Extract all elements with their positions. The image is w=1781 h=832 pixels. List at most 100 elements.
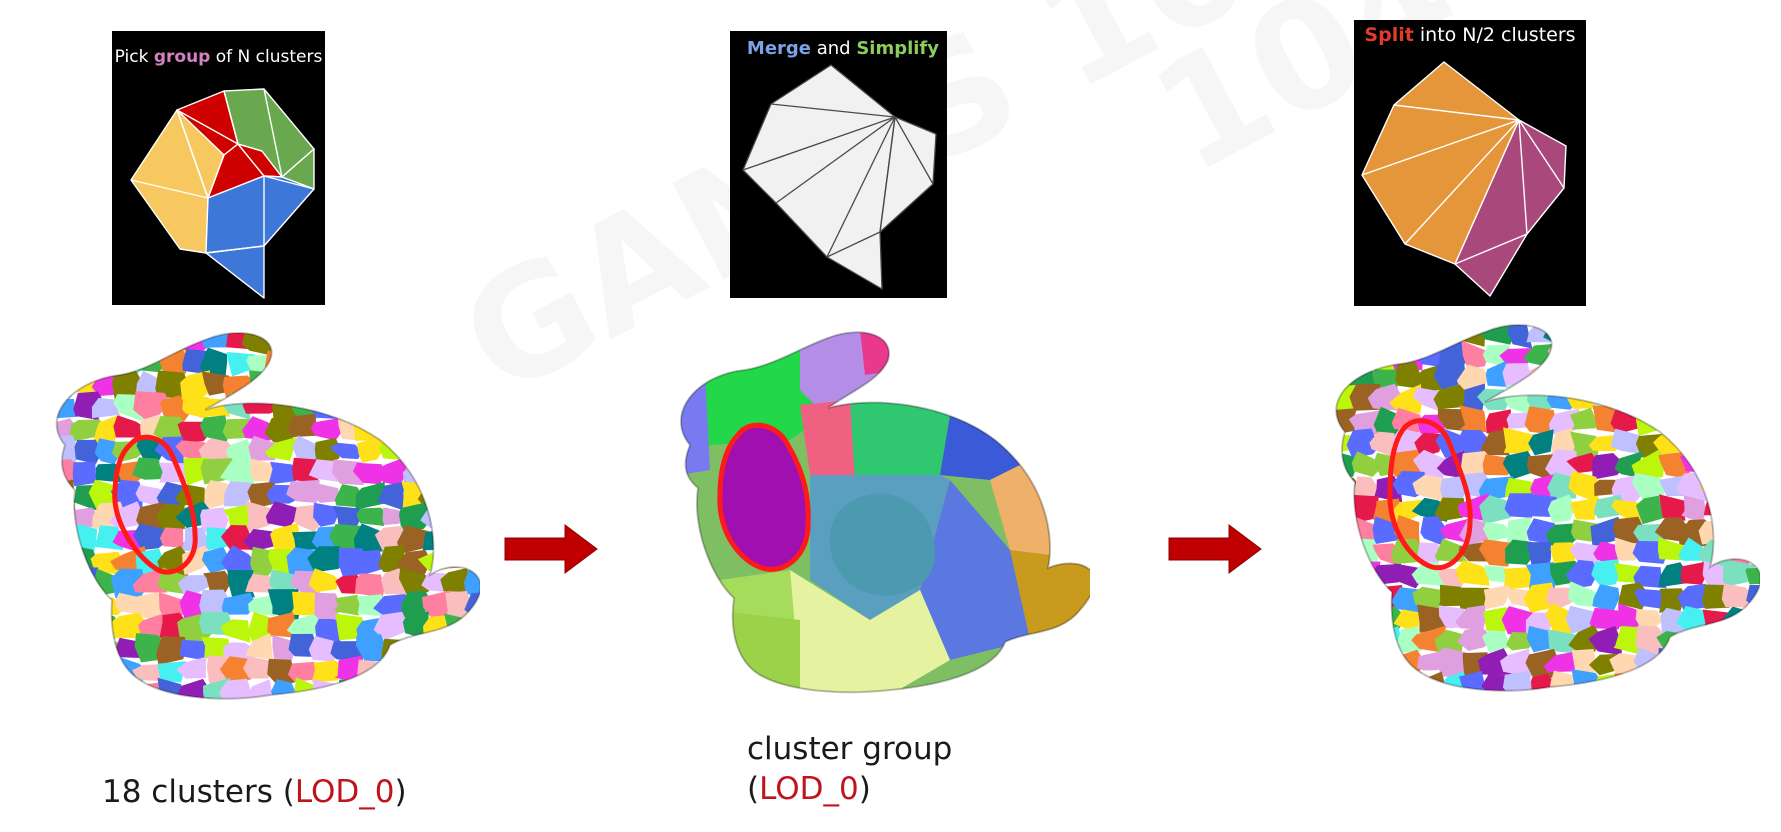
cluster-patch bbox=[399, 375, 430, 395]
cluster-patch bbox=[1411, 713, 1446, 732]
cluster-patch bbox=[286, 614, 322, 640]
cluster-patch bbox=[1723, 520, 1755, 546]
cluster-patch bbox=[373, 457, 407, 486]
cluster-patch bbox=[1658, 383, 1684, 414]
cluster-patch bbox=[199, 415, 230, 442]
cluster-patch bbox=[462, 369, 480, 401]
cluster-patch bbox=[56, 594, 60, 619]
arrow-right-icon bbox=[504, 524, 598, 574]
cluster-patch bbox=[1504, 493, 1533, 518]
cluster-patch bbox=[355, 370, 386, 401]
caption-group-word: group bbox=[153, 47, 211, 67]
cluster-patch bbox=[1747, 721, 1760, 732]
cluster-patch bbox=[92, 414, 121, 445]
simplified-patch bbox=[742, 64, 937, 290]
cluster-patch bbox=[246, 633, 274, 661]
cluster-patch bbox=[56, 479, 75, 511]
cluster-patch bbox=[1434, 629, 1464, 653]
cluster-patch bbox=[139, 332, 167, 352]
cluster-patch bbox=[264, 347, 299, 379]
cluster-patch bbox=[56, 591, 79, 621]
cluster-patch bbox=[404, 332, 427, 356]
cluster-patch bbox=[134, 591, 167, 620]
cluster-patch bbox=[398, 567, 435, 597]
cluster-patch bbox=[399, 502, 434, 533]
cluster-patch bbox=[1354, 718, 1381, 732]
cluster-patch bbox=[1637, 324, 1664, 345]
cluster-patch bbox=[465, 635, 480, 659]
cluster-patch bbox=[1418, 691, 1447, 720]
cluster-patch bbox=[397, 525, 431, 554]
cluster-patch bbox=[206, 527, 230, 551]
cluster-patch bbox=[1743, 603, 1760, 633]
cluster-patch bbox=[1336, 603, 1361, 635]
cluster-patch bbox=[376, 677, 409, 699]
cluster-patch bbox=[176, 656, 207, 679]
cluster-patch bbox=[1549, 693, 1578, 719]
cluster-patch bbox=[420, 679, 451, 699]
cluster-patch bbox=[444, 417, 472, 438]
cluster-patch bbox=[287, 413, 318, 438]
cluster-patch bbox=[307, 356, 343, 374]
cluster-patch bbox=[1435, 647, 1468, 677]
cluster-patch bbox=[1569, 715, 1602, 733]
cluster-patch bbox=[1635, 495, 1665, 525]
cluster-patch bbox=[464, 332, 480, 351]
caption-and: and bbox=[811, 38, 857, 59]
cluster-patch bbox=[1502, 451, 1534, 480]
cluster-patch bbox=[1310, 715, 1335, 732]
cluster-patch bbox=[219, 656, 253, 685]
cluster-patch bbox=[1391, 407, 1423, 433]
cluster-patch bbox=[356, 507, 387, 526]
cluster-patch bbox=[355, 634, 388, 662]
cluster-patch bbox=[1459, 670, 1489, 691]
cluster-patch bbox=[1336, 408, 1358, 436]
cluster-patch bbox=[1502, 671, 1534, 691]
cluster-patch bbox=[358, 682, 386, 699]
cluster-patch bbox=[1461, 340, 1490, 370]
cluster-patch bbox=[225, 439, 256, 466]
cluster-patch bbox=[1547, 472, 1577, 500]
cluster-patch bbox=[56, 332, 61, 352]
cluster-patch bbox=[1588, 362, 1618, 386]
cluster-patch bbox=[221, 545, 253, 576]
cluster-patch bbox=[1310, 540, 1334, 566]
cluster-patch bbox=[201, 730, 231, 740]
cluster-patches bbox=[681, 332, 1090, 693]
cluster-patch bbox=[1412, 449, 1445, 479]
cluster-patch bbox=[1548, 670, 1575, 691]
cluster-patch bbox=[335, 613, 365, 641]
cluster-patch bbox=[109, 612, 147, 639]
cluster-patch bbox=[1701, 713, 1731, 732]
cluster-patch bbox=[1638, 671, 1663, 691]
cluster-patch bbox=[443, 373, 478, 399]
cluster-patch bbox=[268, 701, 299, 731]
cluster-patch bbox=[1748, 456, 1760, 479]
cluster-patch bbox=[1678, 652, 1709, 677]
cluster-patch bbox=[1747, 429, 1760, 454]
cluster-patch bbox=[1613, 696, 1642, 721]
cluster-patch bbox=[1412, 324, 1448, 347]
cluster-patch bbox=[1615, 362, 1645, 393]
cluster-patch bbox=[356, 435, 386, 463]
cluster-patch bbox=[1523, 694, 1561, 723]
cluster-patch bbox=[1481, 429, 1510, 456]
split-panel: Split into N/2 clusters bbox=[1354, 20, 1586, 306]
cluster-patch bbox=[287, 661, 321, 682]
cluster-patch bbox=[1420, 516, 1446, 547]
cluster-patch bbox=[354, 354, 387, 372]
cluster-patch bbox=[1336, 516, 1356, 545]
cluster-patch bbox=[311, 332, 347, 354]
cluster-patch bbox=[1746, 342, 1760, 370]
cluster-patch bbox=[264, 413, 297, 444]
cluster-patch bbox=[56, 639, 80, 665]
cluster-patch bbox=[1723, 671, 1757, 691]
cluster-patch bbox=[132, 569, 168, 593]
cluster-patch bbox=[1527, 454, 1556, 481]
cluster-patch bbox=[1347, 653, 1379, 677]
cluster-patch bbox=[398, 726, 427, 740]
cluster-patch bbox=[373, 611, 411, 641]
stage1-label: 18 clusters (LOD_0) bbox=[102, 772, 407, 812]
cluster-patch bbox=[464, 568, 480, 598]
cluster-patch bbox=[1746, 629, 1760, 656]
